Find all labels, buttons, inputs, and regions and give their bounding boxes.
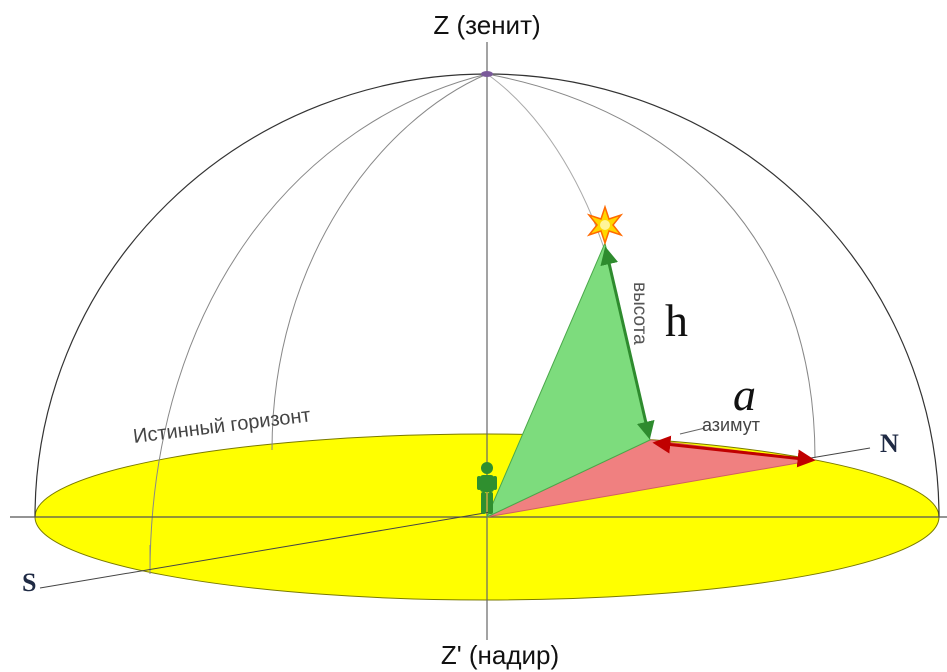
person-icon [477,462,497,514]
north-label: N [880,429,899,458]
nadir-label: Z' (надир) [441,640,559,670]
meridian-arc [149,73,488,575]
altitude-symbol-label: h [665,295,688,346]
azimuth-arrow [652,435,816,468]
zenith-label: Z (зенит) [433,10,540,40]
meridian-arc [486,73,816,459]
south-label: S [22,568,36,597]
altitude-word-label: высота [629,282,650,345]
star-icon [586,204,624,246]
meridian-arc [271,73,488,451]
azimuth-tick [679,427,706,435]
azimuth-symbol-label: a [733,369,756,420]
altitude-arrow [600,246,655,440]
zenith-point [481,71,493,77]
azimuth-word-label: азимут [702,415,760,435]
horizon-label: Истинный горизонт [132,404,312,448]
